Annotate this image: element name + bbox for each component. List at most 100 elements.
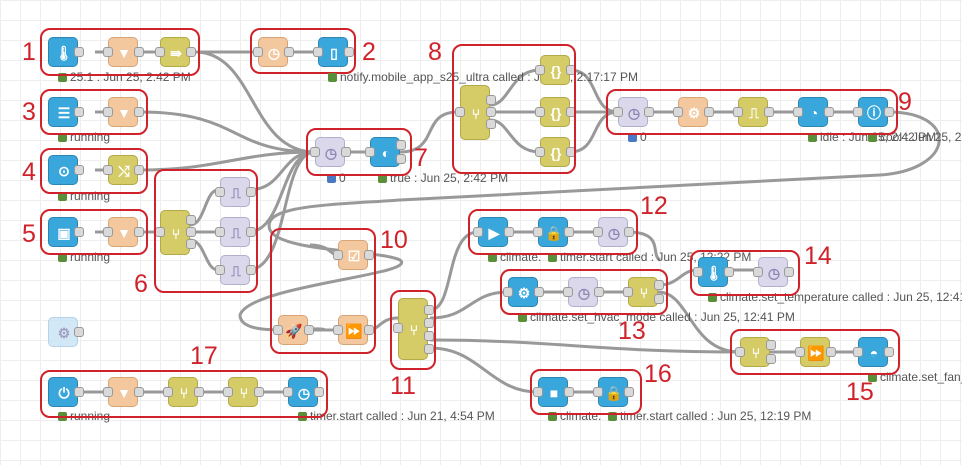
- input-port[interactable]: [103, 387, 113, 397]
- input-port[interactable]: [853, 347, 863, 357]
- output-port[interactable]: [424, 331, 434, 341]
- output-port[interactable]: [766, 354, 776, 364]
- output-port[interactable]: [624, 227, 634, 237]
- input-port[interactable]: [365, 147, 375, 157]
- input-port[interactable]: [455, 107, 465, 117]
- input-port[interactable]: [215, 187, 225, 197]
- input-port[interactable]: [535, 107, 545, 117]
- input-port[interactable]: [613, 107, 623, 117]
- output-port[interactable]: [724, 267, 734, 277]
- wire[interactable]: [139, 110, 316, 154]
- wire[interactable]: [489, 68, 541, 107]
- input-port[interactable]: [673, 107, 683, 117]
- output-port[interactable]: [826, 347, 836, 357]
- node-switch[interactable]: ⑂: [168, 377, 198, 407]
- node-switch[interactable]: ⑂: [160, 210, 190, 255]
- output-port[interactable]: [186, 227, 196, 237]
- output-port[interactable]: [364, 250, 374, 260]
- wire[interactable]: [429, 290, 509, 320]
- output-port[interactable]: [134, 165, 144, 175]
- output-port[interactable]: [134, 387, 144, 397]
- output-port[interactable]: [246, 265, 256, 275]
- node-switch[interactable]: ⑂: [228, 377, 258, 407]
- output-port[interactable]: [194, 387, 204, 397]
- input-port[interactable]: [163, 387, 173, 397]
- output-port[interactable]: [486, 95, 496, 105]
- node-switch[interactable]: ⤭: [108, 155, 138, 185]
- input-port[interactable]: [103, 165, 113, 175]
- input-port[interactable]: [593, 387, 603, 397]
- input-port[interactable]: [853, 107, 863, 117]
- input-port[interactable]: [535, 65, 545, 75]
- node-filter[interactable]: ▼: [108, 217, 138, 247]
- wire[interactable]: [429, 338, 741, 354]
- output-port[interactable]: [74, 47, 84, 57]
- node-lock[interactable]: 🔒: [598, 377, 628, 407]
- node-function[interactable]: ⚙: [678, 97, 708, 127]
- node-delay[interactable]: ◷: [568, 277, 598, 307]
- input-port[interactable]: [103, 227, 113, 237]
- node-delay[interactable]: ◷: [618, 97, 648, 127]
- node-toggle[interactable]: ⊙: [48, 155, 78, 185]
- output-port[interactable]: [314, 387, 324, 397]
- input-port[interactable]: [563, 287, 573, 297]
- node-inject-settings[interactable]: ☰: [48, 97, 78, 127]
- output-port[interactable]: [396, 140, 406, 150]
- output-port[interactable]: [134, 227, 144, 237]
- node-current-state[interactable]: ⓘ: [858, 97, 888, 127]
- node-power[interactable]: ⏻: [48, 377, 78, 407]
- input-port[interactable]: [273, 325, 283, 335]
- wire[interactable]: [569, 110, 619, 154]
- input-port[interactable]: [535, 147, 545, 157]
- node-sensor-state[interactable]: 🌡: [48, 37, 78, 67]
- output-port[interactable]: [424, 344, 434, 354]
- input-port[interactable]: [215, 265, 225, 275]
- node-switch[interactable]: ⑂: [628, 277, 658, 307]
- input-port[interactable]: [473, 227, 483, 237]
- output-port[interactable]: [624, 387, 634, 397]
- input-port[interactable]: [310, 147, 320, 157]
- input-port[interactable]: [795, 347, 805, 357]
- output-port[interactable]: [654, 280, 664, 290]
- input-port[interactable]: [223, 387, 233, 397]
- node-forward[interactable]: ⏩: [800, 337, 830, 367]
- output-port[interactable]: [341, 147, 351, 157]
- output-port[interactable]: [884, 107, 894, 117]
- output-port[interactable]: [764, 107, 774, 117]
- output-port[interactable]: [254, 387, 264, 397]
- wire[interactable]: [429, 346, 539, 394]
- output-port[interactable]: [424, 305, 434, 315]
- input-port[interactable]: [503, 287, 513, 297]
- node-image[interactable]: ▣: [48, 217, 78, 247]
- output-port[interactable]: [344, 47, 354, 57]
- input-port[interactable]: [155, 47, 165, 57]
- input-port[interactable]: [735, 347, 745, 357]
- output-port[interactable]: [534, 287, 544, 297]
- input-port[interactable]: [533, 387, 543, 397]
- input-port[interactable]: [793, 107, 803, 117]
- output-port[interactable]: [486, 119, 496, 129]
- output-port[interactable]: [186, 239, 196, 249]
- output-port[interactable]: [186, 47, 196, 57]
- output-port[interactable]: [246, 187, 256, 197]
- output-port[interactable]: [74, 165, 84, 175]
- input-port[interactable]: [333, 325, 343, 335]
- output-port[interactable]: [486, 107, 496, 117]
- output-port[interactable]: [644, 107, 654, 117]
- output-port[interactable]: [396, 154, 406, 164]
- output-port[interactable]: [74, 387, 84, 397]
- output-port[interactable]: [564, 387, 574, 397]
- input-port[interactable]: [393, 323, 403, 333]
- input-port[interactable]: [215, 227, 225, 237]
- node-filter[interactable]: ▼: [108, 377, 138, 407]
- output-port[interactable]: [594, 287, 604, 297]
- output-port[interactable]: [304, 325, 314, 335]
- output-port[interactable]: [134, 107, 144, 117]
- node-timer[interactable]: ◷: [288, 377, 318, 407]
- output-port[interactable]: [284, 47, 294, 57]
- input-port[interactable]: [253, 47, 263, 57]
- input-port[interactable]: [103, 47, 113, 57]
- output-port[interactable]: [654, 294, 664, 304]
- output-port[interactable]: [884, 347, 894, 357]
